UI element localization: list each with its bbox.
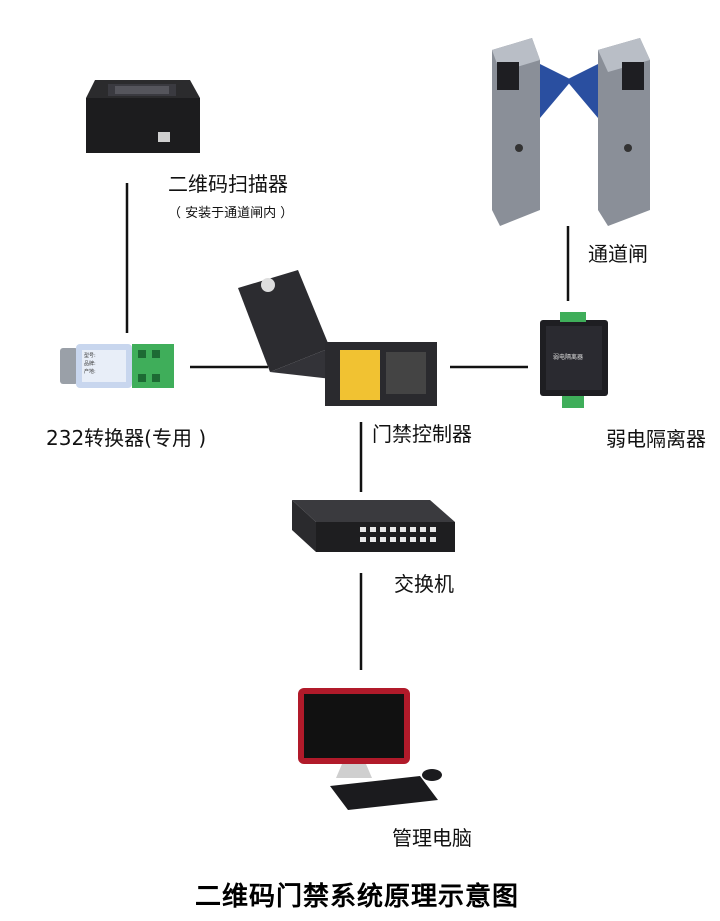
controller-device (238, 270, 437, 406)
connections (125, 183, 570, 670)
converter-device-line: 品牌: (84, 361, 96, 367)
converter-device-line: 产地: (84, 369, 96, 375)
computer-device (298, 688, 442, 810)
converter-label: 232转换器(专用 ) (46, 426, 207, 450)
qr-scanner-device (86, 80, 200, 153)
converter-device-text: 型号: 品牌: 产地: (84, 352, 96, 376)
controller-label: 门禁控制器 (372, 422, 472, 446)
converter-device (60, 344, 174, 388)
converter-device-line: 型号: (84, 353, 96, 359)
isolator-label: 弱电隔离器 (606, 427, 706, 451)
scanner-label: 二维码扫描器 (168, 172, 288, 196)
isolator-device-text: 弱电隔离器 (553, 354, 584, 361)
gate-label: 通道闸 (588, 242, 648, 266)
isolator-device (540, 312, 608, 408)
switch-device (292, 500, 455, 552)
scanner-note: （ 安装于通道闸内 ） (168, 206, 294, 221)
switch-label: 交换机 (394, 572, 454, 596)
computer-label: 管理电脑 (392, 826, 472, 850)
diagram-title: 二维码门禁系统原理示意图 (195, 882, 520, 912)
gate-device (492, 38, 650, 226)
